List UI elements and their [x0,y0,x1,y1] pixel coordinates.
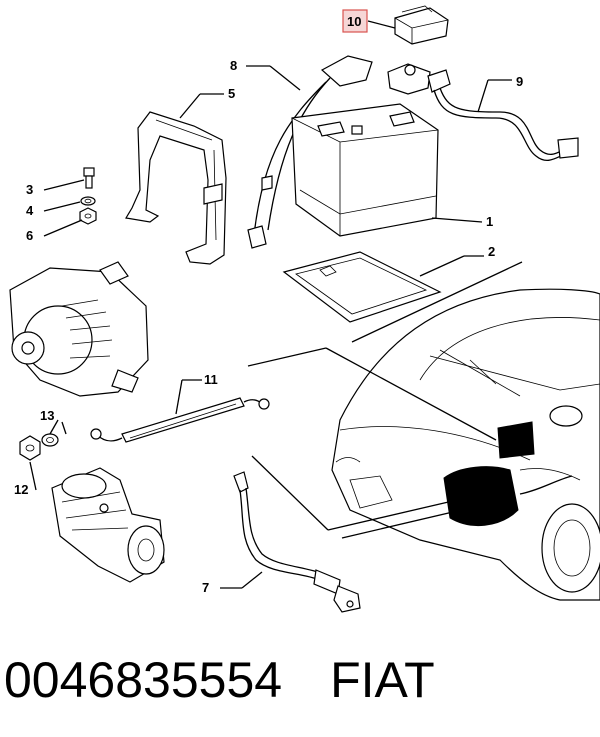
starter-nut-part [19,435,41,461]
callout-5: 5 [228,86,235,101]
battery-location-marker [497,421,535,459]
battery-tray-part [282,251,442,323]
battery-bracket-part [125,111,227,265]
callout-6: 6 [26,228,33,243]
vehicle-front-view [331,288,600,601]
part-caption: 0046835554 FIAT [4,640,435,720]
callout-10-highlight[interactable] [342,9,368,33]
callout-10: 10 [347,14,361,29]
starter-washer-part [41,433,59,447]
alternator-part [9,261,149,397]
callout-3: 3 [26,182,33,197]
callout-2: 2 [488,244,495,259]
callout-7: 7 [202,580,209,595]
callout-13: 13 [40,408,54,423]
callout-8: 8 [230,58,237,73]
brand-name: FIAT [330,652,435,708]
callout-11: 11 [204,372,218,387]
terminal-cover-part [394,5,449,45]
part-number: 0046835554 [4,652,283,708]
starter-pointer-line-a [327,489,501,531]
starter-cable-part [233,471,361,613]
ground-strap-part [90,397,270,443]
washer-part [80,196,96,206]
battery-parts-diagram: 10 9 8 5 1 [9,5,600,613]
starter-motor-part [51,467,165,583]
callout-12: 12 [14,482,28,497]
starter-pointer-line-b [341,499,505,539]
bolt-part [83,167,95,189]
callout-1: 1 [486,214,493,229]
tray-pointer-line [351,261,523,343]
nut-part [79,207,97,225]
positive-clamp-cable-part [387,63,579,161]
alternator-pointer-line [247,347,327,367]
cable-pointer-line [251,455,329,531]
callout-9: 9 [516,74,523,89]
battery-part [291,103,439,237]
battery-pointer-line [325,347,497,441]
callout-4: 4 [26,203,34,218]
starter-location-marker [443,466,519,527]
negative-cable-part [247,55,373,249]
